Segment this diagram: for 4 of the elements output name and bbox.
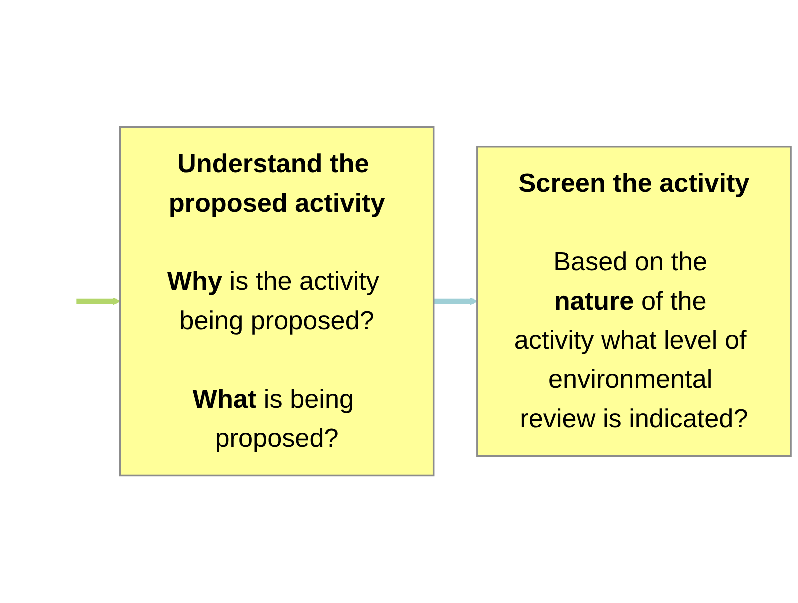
arrow: [76, 298, 121, 306]
arrow: [434, 298, 478, 306]
node-box: Understand the proposed activity Why is the activity being proposed? What is being proposed?: [119, 126, 435, 477]
node-box: Screen the activity Based on the nature of the activity what level of environmental review is indicated?: [476, 146, 792, 457]
